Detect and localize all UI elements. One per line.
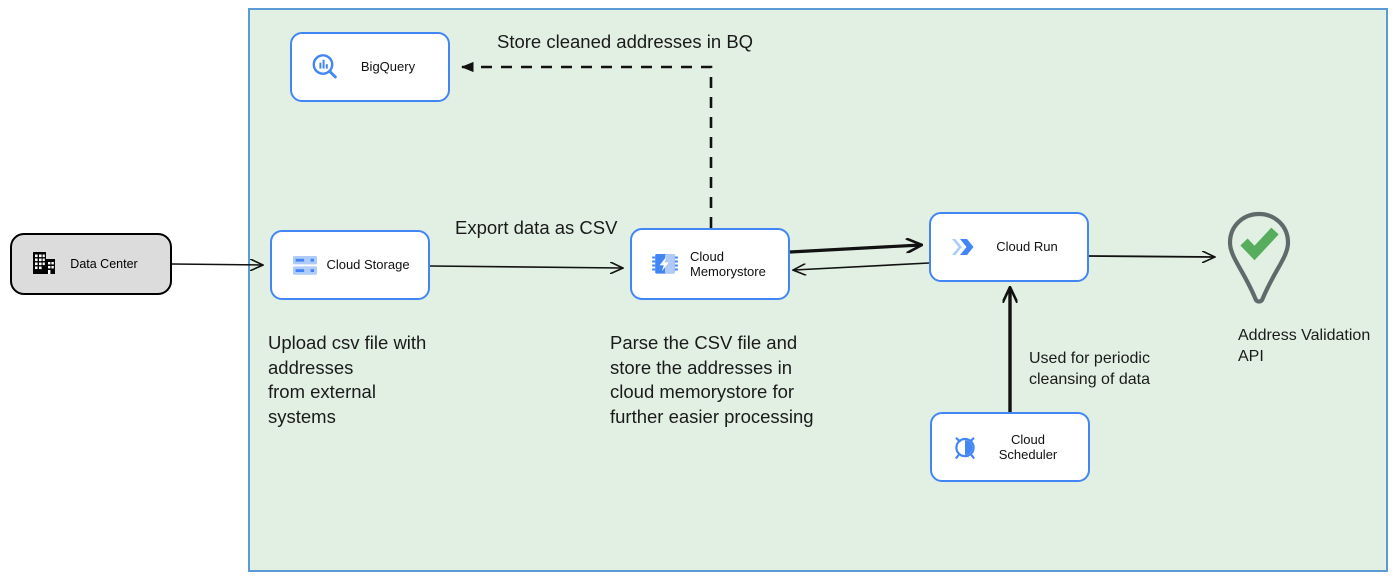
alarm-clock-icon	[948, 430, 982, 464]
edge-label-periodic-cleansing: Used for periodic cleansing of data	[1029, 350, 1150, 388]
node-bigquery[interactable]: BigQuery	[290, 32, 450, 102]
caption-upload-csv: Upload csv file with addresses from exte…	[268, 332, 427, 427]
cloud-storage-server-icon	[288, 248, 322, 282]
node-data-center[interactable]: Data Center	[10, 233, 172, 295]
node-label: Cloud Storage	[326, 257, 410, 273]
bigquery-magnifier-chart-icon	[308, 50, 342, 84]
node-cloud-run[interactable]: Cloud Run	[929, 212, 1089, 282]
label-address-validation-api: Address Validation API	[1238, 327, 1371, 365]
node-cloud-memorystore[interactable]: Cloud Memorystore	[630, 228, 790, 300]
office-building-icon	[30, 249, 60, 279]
node-label: Cloud Run	[996, 239, 1058, 255]
node-label: Cloud Scheduler	[998, 431, 1058, 462]
cloud-run-chevrons-icon	[947, 230, 981, 264]
node-label: BigQuery	[360, 59, 416, 75]
node-cloud-scheduler[interactable]: Cloud Scheduler	[930, 412, 1090, 482]
cloud-boundary-panel	[248, 8, 1388, 572]
node-cloud-storage[interactable]: Cloud Storage	[270, 230, 430, 300]
node-address-validation-api[interactable]	[1222, 209, 1296, 309]
map-pin-check-icon	[1227, 211, 1291, 304]
node-label: Data Center	[70, 257, 138, 271]
caption-parse-csv: Parse the CSV file and store the address…	[610, 332, 814, 427]
node-label: Cloud Memorystore	[690, 248, 766, 279]
edge-label-export-csv: Export data as CSV	[455, 217, 618, 238]
edge-label-store-in-bq: Store cleaned addresses in BQ	[497, 31, 754, 52]
memorystore-chip-bolt-icon	[648, 247, 682, 281]
